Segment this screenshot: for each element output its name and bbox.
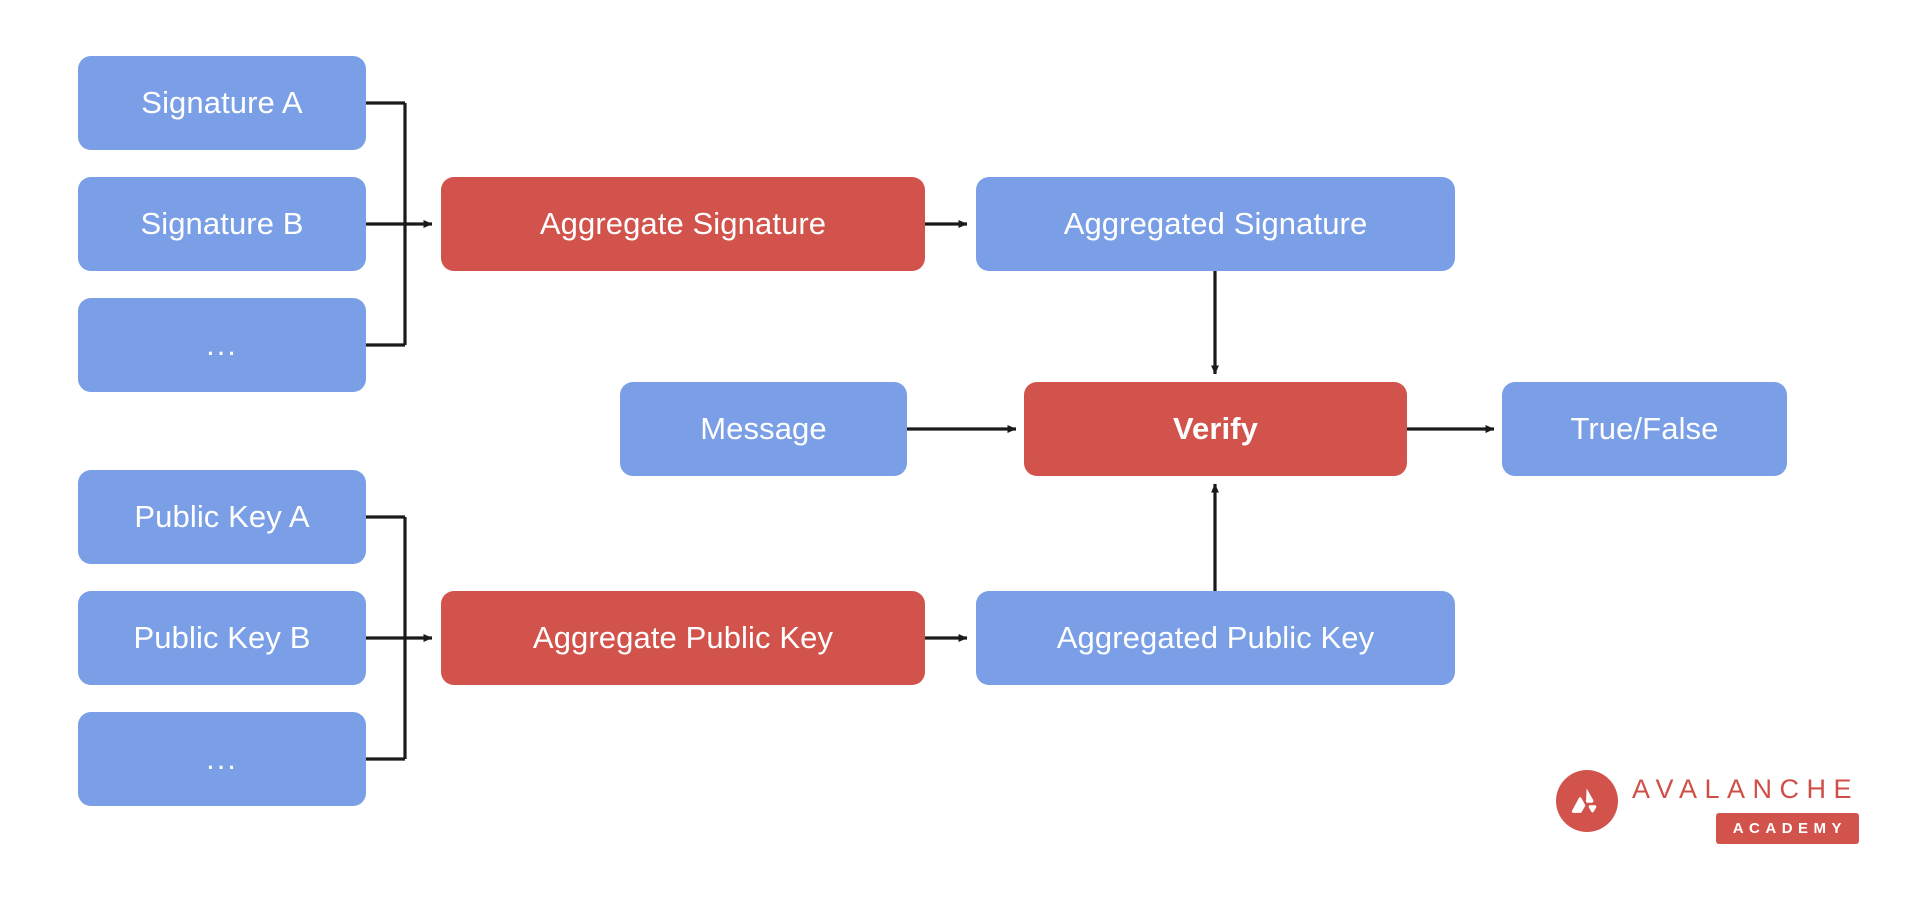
node-aggregate-signature[interactable]: Aggregate Signature bbox=[441, 177, 925, 271]
node-signature-more[interactable]: ... bbox=[78, 298, 366, 392]
node-verify[interactable]: Verify bbox=[1024, 382, 1407, 476]
avalanche-logo-mark bbox=[1556, 770, 1618, 832]
logo-wordmark: AVALANCHE bbox=[1632, 774, 1860, 804]
node-signature-a[interactable]: Signature A bbox=[78, 56, 366, 150]
logo-academy-badge: ACADEMY bbox=[1715, 813, 1860, 844]
edge-public-keys-to-aggregate bbox=[366, 515, 433, 761]
node-signature-b[interactable]: Signature B bbox=[78, 177, 366, 271]
node-message[interactable]: Message bbox=[620, 382, 907, 476]
node-aggregated-public-key[interactable]: Aggregated Public Key bbox=[976, 591, 1455, 685]
node-public-key-more[interactable]: ... bbox=[78, 712, 366, 806]
avalanche-triangle-icon bbox=[1571, 788, 1597, 813]
edge-signatures-to-aggregate bbox=[366, 101, 433, 347]
avalanche-academy-logo: AVALANCHE ACADEMY bbox=[1556, 768, 1896, 858]
node-public-key-b[interactable]: Public Key B bbox=[78, 591, 366, 685]
logo-text-block: AVALANCHE ACADEMY bbox=[1632, 768, 1860, 844]
node-true-false[interactable]: True/False bbox=[1502, 382, 1787, 476]
node-public-key-a[interactable]: Public Key A bbox=[78, 470, 366, 564]
node-aggregated-signature[interactable]: Aggregated Signature bbox=[976, 177, 1455, 271]
node-aggregate-public-key[interactable]: Aggregate Public Key bbox=[441, 591, 925, 685]
